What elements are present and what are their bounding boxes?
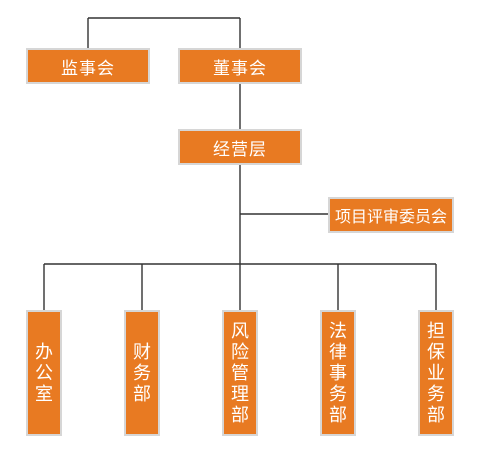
node-office-char: 室 <box>35 383 53 405</box>
node-legal-char: 法 <box>329 320 347 342</box>
node-legal-char: 部 <box>329 404 347 426</box>
node-legal-char: 律 <box>329 341 347 363</box>
node-finance-char: 务 <box>133 362 151 384</box>
node-supervisors: 监事会 <box>26 48 150 84</box>
node-risk-char: 理 <box>231 383 249 405</box>
node-guarantee-char: 务 <box>427 383 445 405</box>
node-guarantee: 担保业务部 <box>418 310 454 436</box>
node-risk: 风险管理部 <box>222 310 258 436</box>
node-management: 经营层 <box>178 129 302 165</box>
node-supervisors-label: 监事会 <box>61 58 115 79</box>
node-risk-char: 险 <box>231 341 249 363</box>
node-risk-char: 管 <box>231 362 249 384</box>
node-guarantee-char: 部 <box>427 404 445 426</box>
node-finance: 财务部 <box>124 310 160 436</box>
node-finance-char: 财 <box>133 341 151 363</box>
node-board: 董事会 <box>178 48 302 84</box>
node-guarantee-char: 担 <box>427 320 445 342</box>
node-risk-char: 部 <box>231 404 249 426</box>
node-review-committee-label: 项目评审委员会 <box>334 207 447 226</box>
node-risk-char: 风 <box>231 320 249 342</box>
node-guarantee-char: 保 <box>427 341 445 363</box>
node-legal-char: 事 <box>329 362 347 384</box>
node-board-label: 董事会 <box>213 58 267 79</box>
node-finance-char: 部 <box>133 383 151 405</box>
node-review-committee: 项目评审委员会 <box>328 197 454 233</box>
node-office: 办公室 <box>26 310 62 436</box>
node-guarantee-char: 业 <box>427 362 445 384</box>
node-legal: 法律事务部 <box>320 310 356 436</box>
node-management-label: 经营层 <box>213 139 267 160</box>
node-office-char: 公 <box>35 362 53 384</box>
node-legal-char: 务 <box>329 383 347 405</box>
node-office-char: 办 <box>35 341 53 363</box>
